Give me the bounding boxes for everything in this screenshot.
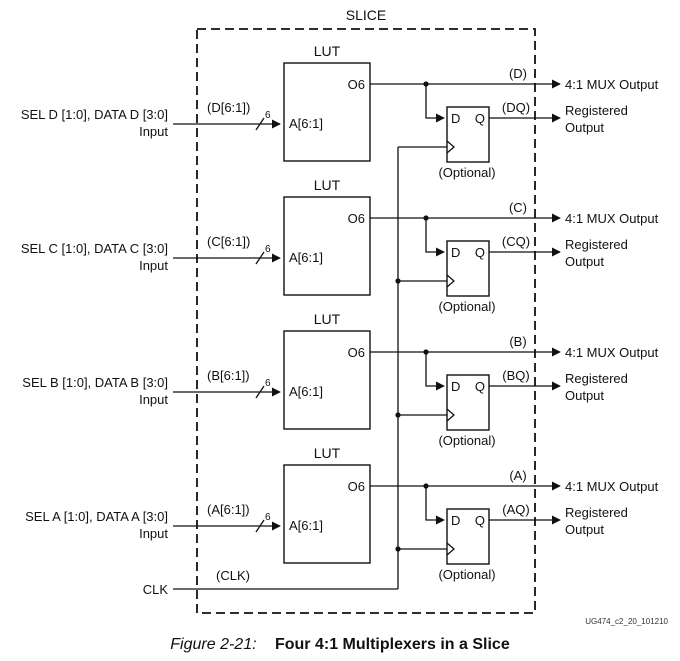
clk-junction-a — [395, 546, 401, 552]
lut-output-pin: O6 — [348, 479, 365, 494]
bus-slash — [255, 519, 265, 533]
lut-block — [283, 62, 371, 162]
mux-output-label: 4:1 MUX Output — [565, 479, 659, 494]
bus-slash — [255, 251, 265, 265]
ff-optional-note: (Optional) — [438, 567, 495, 582]
reg-output-line2: Output — [565, 388, 604, 403]
ff-d-pin: D — [451, 513, 460, 528]
bus-label: (A[6:1]) — [207, 502, 250, 517]
flip-flop — [446, 374, 490, 431]
ff-d-wire — [425, 84, 445, 123]
mux-output-label: 4:1 MUX Output — [565, 77, 659, 92]
mux-net-label: (C) — [509, 200, 527, 215]
lut-row-d: SEL D [1:0], DATA D [3:0] Input 6 (D[6:1… — [21, 43, 659, 180]
mux-net-label: (A) — [509, 468, 526, 483]
clk-label: CLK — [143, 582, 169, 597]
mux-net-label: (D) — [509, 66, 527, 81]
ff-optional-note: (Optional) — [438, 433, 495, 448]
input-label-line1: SEL D [1:0], DATA D [3:0] — [21, 107, 168, 122]
ff-optional-note: (Optional) — [438, 299, 495, 314]
ff-d-pin: D — [451, 245, 460, 260]
figure-title: Four 4:1 Multiplexers in a Slice — [274, 636, 510, 653]
flip-flop — [446, 508, 490, 565]
bus-width-label: 6 — [265, 378, 271, 389]
bus-width-label: 6 — [265, 244, 271, 255]
bus-slash — [255, 385, 265, 399]
lut-row-b: SEL B [1:0], DATA B [3:0] Input 6 (B[6:1… — [22, 311, 658, 448]
bus-slash — [255, 117, 265, 131]
figure-caption: Figure 2-21: Four 4:1 Multiplexers in a … — [0, 636, 680, 654]
lut-input-pin: A[6:1] — [289, 250, 323, 265]
input-label-line2: Input — [139, 526, 168, 541]
ff-d-wire — [425, 218, 445, 257]
input-label-line2: Input — [139, 392, 168, 407]
lut-output-pin: O6 — [348, 77, 365, 92]
ff-clock-triangle — [446, 140, 455, 154]
ff-clock-triangle — [446, 408, 455, 422]
lut-input-pin: A[6:1] — [289, 116, 323, 131]
input-label-line2: Input — [139, 258, 168, 273]
reg-net-label: (AQ) — [502, 502, 529, 517]
bus-width-label: 6 — [265, 110, 271, 121]
lut-block — [283, 464, 371, 564]
reg-output-line2: Output — [565, 254, 604, 269]
slice-diagram: SLICE CLK (CLK) SEL D [1:0], DATA D [3:0… — [21, 7, 669, 626]
lut-block — [283, 196, 371, 296]
reg-output-line1: Registered — [565, 371, 628, 386]
figure-number: Figure 2-21: — [170, 636, 257, 653]
bus-label: (D[6:1]) — [207, 100, 250, 115]
lut-title: LUT — [314, 43, 341, 59]
input-label-line2: Input — [139, 124, 168, 139]
lut-row-c: SEL C [1:0], DATA C [3:0] Input 6 (C[6:1… — [21, 177, 659, 314]
flip-flop — [446, 240, 490, 297]
reg-output-line2: Output — [565, 522, 604, 537]
ff-q-pin: Q — [475, 245, 485, 260]
lut-output-pin: O6 — [348, 211, 365, 226]
ff-clock-triangle — [446, 274, 455, 288]
document-id: UG474_c2_20_101210 — [585, 617, 668, 626]
ff-q-pin: Q — [475, 111, 485, 126]
clk-junction-c — [395, 278, 401, 284]
bus-label: (C[6:1]) — [207, 234, 250, 249]
ff-d-wire — [425, 352, 445, 391]
reg-output-line1: Registered — [565, 505, 628, 520]
lut-title: LUT — [314, 445, 341, 461]
mux-output-label: 4:1 MUX Output — [565, 211, 659, 226]
input-label-line1: SEL B [1:0], DATA B [3:0] — [22, 375, 168, 390]
lut-input-pin: A[6:1] — [289, 384, 323, 399]
reg-output-line1: Registered — [565, 103, 628, 118]
ff-d-pin: D — [451, 111, 460, 126]
reg-output-line2: Output — [565, 120, 604, 135]
ff-optional-note: (Optional) — [438, 165, 495, 180]
ff-q-pin: Q — [475, 513, 485, 528]
reg-net-label: (CQ) — [502, 234, 530, 249]
lut-output-pin: O6 — [348, 345, 365, 360]
bus-width-label: 6 — [265, 512, 271, 523]
reg-output-line1: Registered — [565, 237, 628, 252]
ff-d-wire — [425, 486, 445, 525]
clk-junction-b — [395, 412, 401, 418]
input-label-line1: SEL C [1:0], DATA C [3:0] — [21, 241, 168, 256]
slice-title: SLICE — [346, 7, 386, 23]
lut-input-pin: A[6:1] — [289, 518, 323, 533]
clk-net-label: (CLK) — [216, 568, 250, 583]
input-label-line1: SEL A [1:0], DATA A [3:0] — [25, 509, 168, 524]
lut-block — [283, 330, 371, 430]
reg-net-label: (DQ) — [502, 100, 530, 115]
ff-d-pin: D — [451, 379, 460, 394]
bus-label: (B[6:1]) — [207, 368, 250, 383]
reg-net-label: (BQ) — [502, 368, 529, 383]
ff-q-pin: Q — [475, 379, 485, 394]
slice-boundary — [196, 28, 536, 614]
lut-title: LUT — [314, 177, 341, 193]
ff-clock-triangle — [446, 542, 455, 556]
mux-net-label: (B) — [509, 334, 526, 349]
mux-output-label: 4:1 MUX Output — [565, 345, 659, 360]
flip-flop — [446, 106, 490, 163]
lut-row-a: SEL A [1:0], DATA A [3:0] Input 6 (A[6:1… — [25, 445, 658, 582]
lut-title: LUT — [314, 311, 341, 327]
